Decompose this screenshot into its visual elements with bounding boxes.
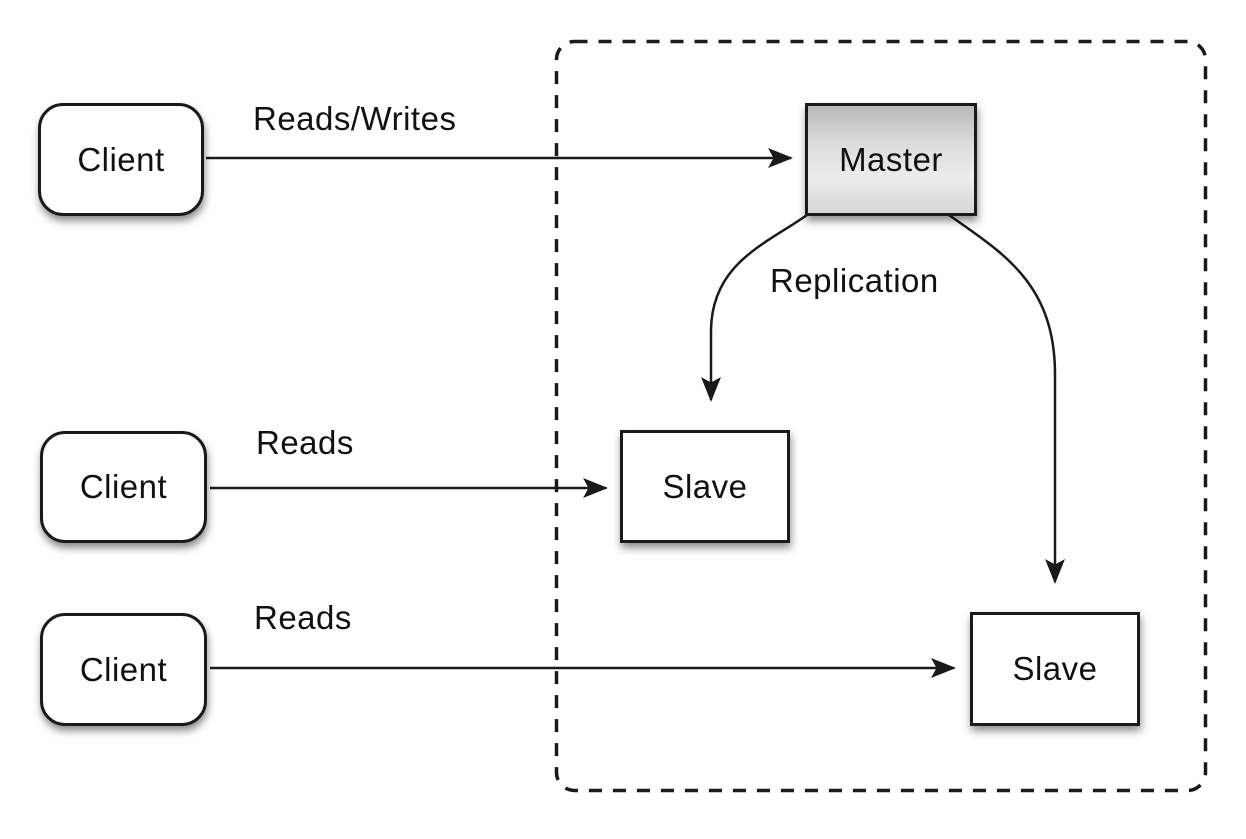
- master-node: Master: [805, 103, 977, 216]
- client-node-1-label: Client: [77, 140, 165, 178]
- edge-label-reads-writes: Reads/Writes: [253, 100, 457, 137]
- edge-replication-left-arrow: [701, 213, 808, 403]
- edge-label-replication: Replication: [770, 262, 939, 299]
- edge-replication-right-arrow: [948, 213, 1065, 585]
- master-node-label: Master: [839, 140, 943, 178]
- slave-node-2-label: Slave: [1012, 650, 1098, 687]
- slave-node-1-label: Slave: [662, 467, 748, 505]
- slave-node-1: Slave: [620, 430, 790, 543]
- replication-zone-border: [554, 39, 1208, 793]
- client-node-3-label: Client: [79, 650, 168, 688]
- client-node-2: Client: [40, 431, 207, 543]
- edge-label-reads-middle: Reads: [256, 424, 354, 461]
- client-node-2-label: Client: [79, 468, 168, 505]
- edge-label-reads-bottom: Reads: [254, 599, 352, 636]
- client-node-3: Client: [40, 613, 207, 726]
- slave-node-2: Slave: [970, 612, 1140, 726]
- client-node-1: Client: [38, 103, 204, 216]
